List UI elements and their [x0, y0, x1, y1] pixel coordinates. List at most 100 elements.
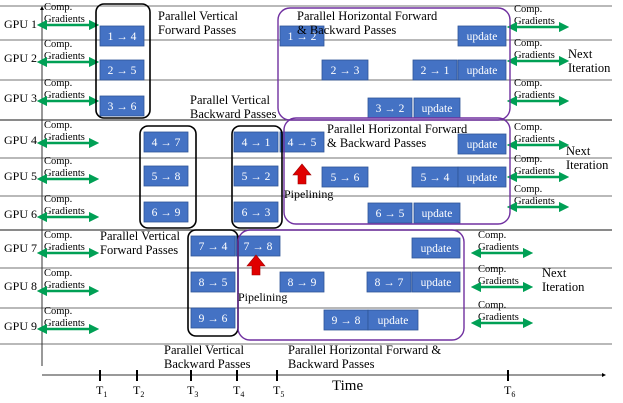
pass-block-label: 6 → 3: [242, 207, 271, 219]
pass-block-label: 5 → 8: [152, 171, 181, 183]
comp-gradients-right-label: Comp.Gradients: [478, 230, 519, 253]
pass-block: [279, 25, 325, 47]
pass-block: [233, 165, 279, 187]
pass-block-label: 4 → 5: [288, 137, 317, 149]
pass-block-label: 9 → 8: [332, 315, 361, 327]
pass-block-label: 5 → 6: [331, 172, 360, 184]
pass-block-label: 1 → 2: [288, 31, 317, 43]
comp-gradients-right-label: Comp.Gradients: [514, 4, 555, 27]
comp-gradients-left-label: Comp.Gradients: [44, 39, 85, 62]
pass-block-label: 1 → 4: [108, 31, 137, 43]
pass-block-label: 7 → 8: [244, 241, 273, 253]
pass-block-label: 6 → 5: [376, 208, 405, 220]
comp-gradients-left-label: Comp.Gradients: [44, 268, 85, 291]
time-tick-label: T6: [504, 383, 515, 399]
pass-block: [143, 165, 189, 187]
pipelining-arrow: [292, 163, 312, 185]
pass-block: [233, 131, 279, 153]
pass-block-label: 2 → 3: [331, 65, 360, 77]
pass-block-label: 3 → 6: [108, 101, 137, 113]
pass-block-label: update: [421, 243, 452, 255]
pass-block-label: 9 → 6: [199, 313, 228, 325]
pass-block: [99, 59, 145, 81]
comp-gradients-right-label: Comp.Gradients: [514, 38, 555, 61]
pass-block: [411, 237, 461, 259]
gpu-label: GPU 6: [4, 207, 37, 221]
comp-gradients-right-label: Comp.Gradients: [514, 122, 555, 145]
pass-block: [413, 202, 461, 224]
comp-gradients-left-label: Comp.Gradients: [44, 306, 85, 329]
comp-gradients-right-label: Comp.Gradients: [514, 184, 555, 207]
pass-block-label: 4 → 1: [242, 137, 271, 149]
time-axis-label: Time: [332, 378, 363, 394]
time-tick-label: T1: [96, 383, 107, 399]
time-tick-label: T5: [273, 383, 284, 399]
pass-block: [190, 271, 236, 293]
gpu-label: GPU 7: [4, 241, 37, 255]
comp-gradients-left-label: Comp.Gradients: [44, 156, 85, 179]
pass-block: [366, 271, 412, 293]
pass-block-label: update: [422, 208, 453, 220]
pipelining-arrow: [246, 254, 266, 276]
pass-block: [279, 271, 325, 293]
comp-gradients-right-label: Comp.Gradients: [478, 264, 519, 287]
comp-gradients-right-label: Comp.Gradients: [514, 154, 555, 177]
pass-block-label: 6 → 9: [152, 207, 181, 219]
pass-block: [367, 202, 413, 224]
pass-block-label: 4 → 7: [152, 137, 181, 149]
pass-block-label: 5 → 2: [242, 171, 271, 183]
comp-gradients-right-label: Comp.Gradients: [514, 78, 555, 101]
gpu-label: GPU 4: [4, 133, 37, 147]
pass-block-label: update: [378, 315, 409, 327]
horizontal-pass-group: [277, 7, 511, 121]
annotation-horizontal-2: Parallel Horizontal Forward& Backward Pa…: [327, 122, 468, 150]
time-tick-label: T4: [233, 383, 244, 399]
gpu-label: GPU 2: [4, 51, 37, 65]
pass-block: [143, 201, 189, 223]
pass-block-label: update: [422, 103, 453, 115]
vertical-pass-group: [95, 3, 151, 119]
pass-block: [279, 131, 325, 153]
pass-block-label: 2 → 1: [421, 65, 450, 77]
pass-block: [190, 235, 236, 257]
pass-block-label: 8 → 9: [288, 277, 317, 289]
pass-block-label: 2 → 5: [108, 65, 137, 77]
pass-block: [411, 271, 461, 293]
pass-block: [99, 25, 145, 47]
gpu-label: GPU 3: [4, 91, 37, 105]
time-tick-label: T3: [187, 383, 198, 399]
pass-block: [457, 133, 507, 155]
annotation-horizontal-1: Parallel Horizontal Forward& Backward Pa…: [297, 9, 438, 37]
comp-gradients-left-label: Comp.Gradients: [44, 194, 85, 217]
comp-gradients-left-label: Comp.Gradients: [44, 2, 85, 25]
pass-block: [190, 307, 236, 329]
gpu-label: GPU 8: [4, 279, 37, 293]
annotation-horizontal-3: Parallel Horizontal Forward &Backward Pa…: [288, 343, 441, 371]
pass-block: [321, 166, 369, 188]
pass-block: [457, 59, 507, 81]
pass-block-label: update: [467, 172, 498, 184]
horizontal-pass-group: [283, 117, 511, 225]
pass-block-label: update: [467, 139, 498, 151]
pass-block-label: 5 → 4: [421, 172, 450, 184]
pass-block-label: 7 → 4: [199, 241, 228, 253]
gpu-label: GPU 9: [4, 319, 37, 333]
gpu-label: GPU 1: [4, 17, 37, 31]
horizontal-pass-group: [237, 229, 465, 341]
pass-block-label: 8 → 5: [199, 277, 228, 289]
pass-block: [233, 201, 279, 223]
comp-gradients-left-label: Comp.Gradients: [44, 120, 85, 143]
gpu-label: GPU 5: [4, 169, 37, 183]
pass-block-label: 8 → 7: [375, 277, 404, 289]
pass-block: [99, 95, 145, 117]
pass-block: [235, 235, 281, 257]
pass-block: [457, 166, 507, 188]
pass-block-label: 3 → 2: [376, 103, 405, 115]
